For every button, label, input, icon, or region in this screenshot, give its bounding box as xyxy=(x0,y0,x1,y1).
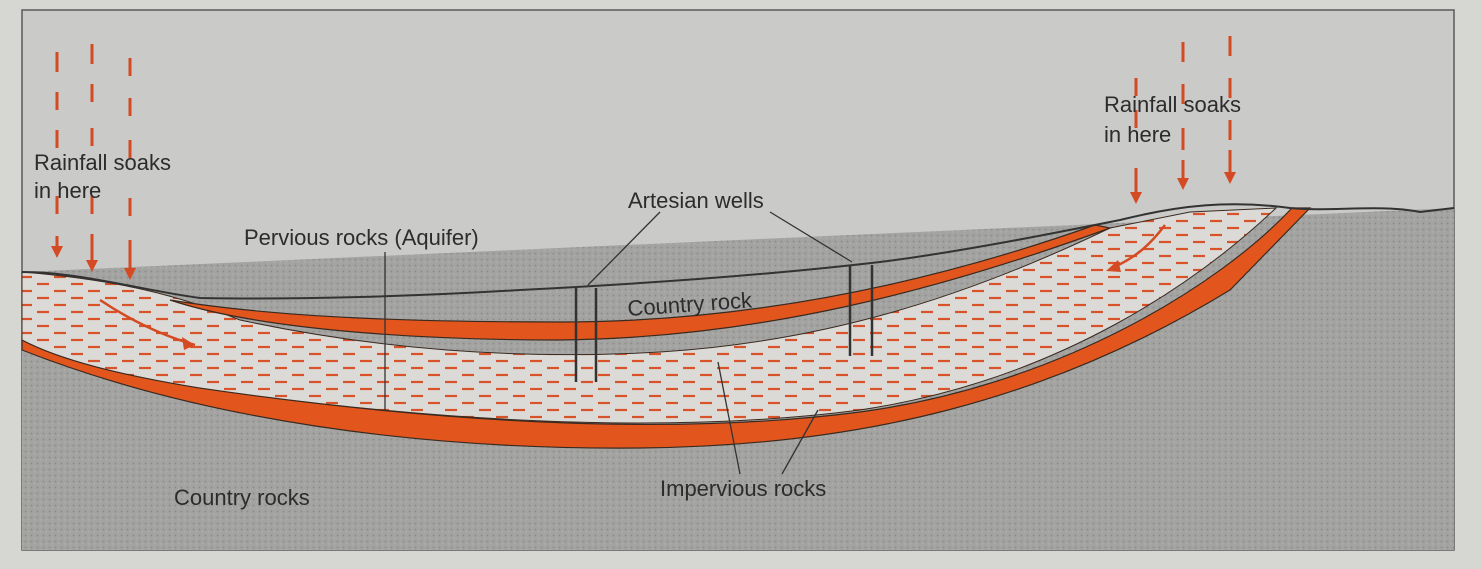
label-rainfall-left-line2: in here xyxy=(34,178,101,203)
label-impervious-rocks: Impervious rocks xyxy=(660,476,826,501)
label-rainfall-right-line1: Rainfall soaks xyxy=(1104,92,1241,117)
label-rainfall-right-line2: in here xyxy=(1104,122,1171,147)
label-pervious-rocks: Pervious rocks (Aquifer) xyxy=(244,225,479,250)
label-rainfall-left-line1: Rainfall soaks xyxy=(34,150,171,175)
label-artesian-wells: Artesian wells xyxy=(628,188,764,213)
label-country-rocks: Country rocks xyxy=(174,485,310,510)
